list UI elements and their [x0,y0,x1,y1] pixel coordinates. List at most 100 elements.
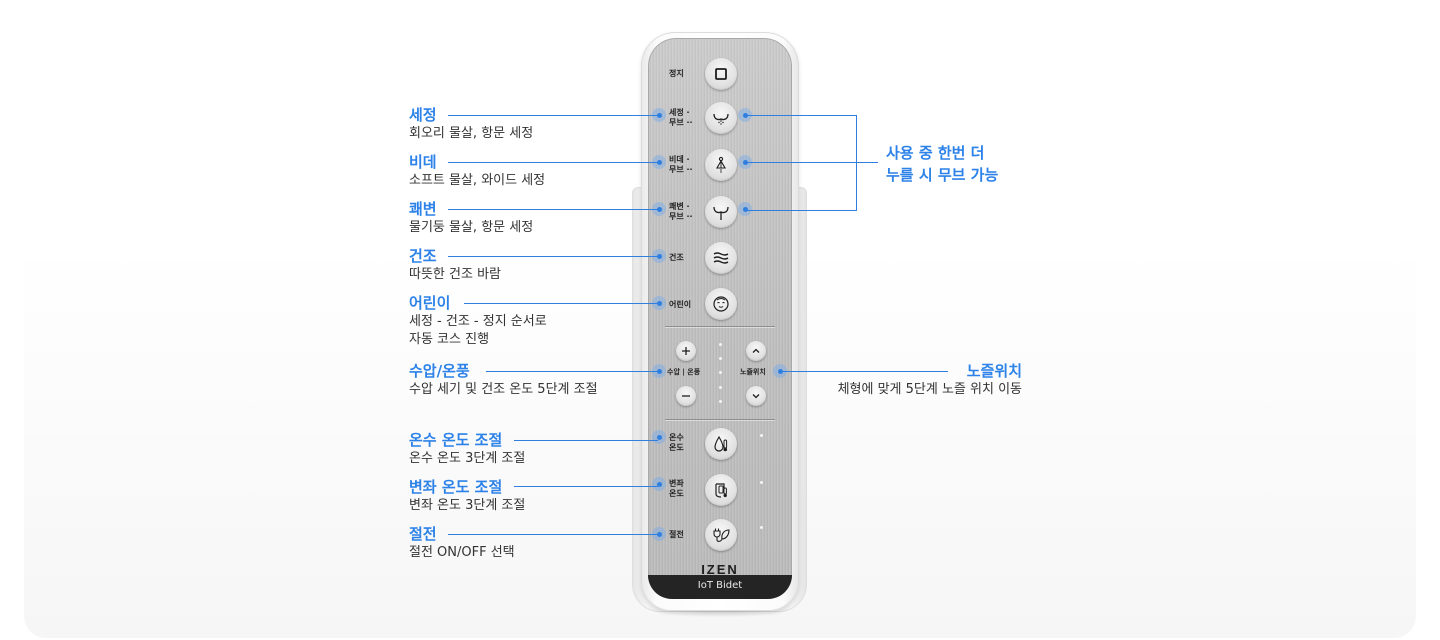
marker-pressure [652,364,666,378]
callout-desc: 세정 - 건조 - 정지 순서로 [409,314,547,329]
callout-title: 절전 [409,525,437,543]
bracket-vertical [856,115,857,211]
marker-dry [652,249,666,263]
leader-seat-temp [514,486,658,487]
kids-label: 어린이 [669,300,692,309]
power-save-label: 절전 [669,530,684,539]
callout-title: 수압/온풍 [409,362,470,380]
callout-pressure: 수압/온풍 수압 세기 및 건조 온도 5단계 조절 [409,361,598,399]
clean-label-2: 무브 ·· [669,212,693,221]
callout-desc: 따뜻한 건조 바람 [409,267,501,282]
marker-seat-temp [652,477,666,491]
seat-temp-button[interactable] [705,474,737,506]
marker-wash [652,108,666,122]
divider-bottom [665,419,775,420]
marker-clean-move [738,202,752,216]
bidet-label-1: 비데 · [669,155,690,164]
callout-desc: 물기둥 물살, 항문 세정 [409,220,534,235]
callout-desc: 절전 ON/OFF 선택 [409,545,515,560]
callout-desc: 소프트 물살, 와이드 세정 [409,173,546,188]
level-led-1 [719,343,722,346]
rear-wash-icon [713,113,729,125]
marker-clean [652,202,666,216]
callout-power-save: 절전 절전 ON/OFF 선택 [409,524,515,562]
leader-clean [448,209,658,210]
water-temp-label-2: 온도 [669,443,684,452]
move-note-line-2: 누를 시 무브 가능 [886,166,999,184]
leader-bidet [448,162,658,163]
water-temp-button[interactable] [705,428,737,460]
chevron-up-icon [752,348,760,353]
marker-kids [652,296,666,310]
nozzle-down-button[interactable] [746,386,766,406]
leader-nozzle [780,371,948,372]
stop-button[interactable] [705,58,737,90]
callout-desc: 온수 온도 3단계 조절 [409,451,526,466]
callout-water-temp: 온수 온도 조절 온수 온도 3단계 조절 [409,430,525,468]
callout-clean: 쾌변 물기둥 물살, 항문 세정 [409,199,533,237]
divider-top [665,326,775,327]
callout-title: 어린이 [409,294,451,312]
clean-label-1: 쾌변 · [669,202,690,211]
wash-label-1: 세정 · [669,108,690,117]
callout-title: 쾌변 [409,200,437,218]
eco-plug-icon [713,528,730,542]
pressure-minus-button[interactable] [676,386,696,406]
callout-seat-temp: 변좌 온도 조절 변좌 온도 3단계 조절 [409,477,525,515]
brand-logo: IZEN [701,562,739,577]
kids-button[interactable] [705,288,737,320]
minus-icon [682,395,690,397]
bidet-button[interactable] [705,149,737,181]
remote-panel: 정지 세정 · 무브 ·· 비데 · 무브 ·· 쾌변 · 무브 ·· [648,38,792,599]
callout-dry: 건조 따뜻한 건조 바람 [409,246,501,284]
bidet-wash-icon [716,156,726,173]
callout-desc: 체형에 맞게 5단계 노즐 위치 이동 [837,382,1022,397]
seat-temperature-icon [715,483,727,498]
dry-button[interactable] [705,242,737,274]
pressure-plus-button[interactable] [676,341,696,361]
leader-bidet-move [745,162,857,163]
callout-nozzle: 노즐위치 체형에 맞게 5단계 노즐 위치 이동 [820,361,1022,399]
callout-wash: 세정 회오리 물살, 항문 세정 [409,105,533,143]
callout-title: 세정 [409,106,437,124]
seat-temp-label-1: 변좌 [669,479,684,488]
bidet-label-2: 무브 ·· [669,165,693,174]
nozzle-label: 노즐위치 [740,368,766,376]
water-temp-led [760,434,763,437]
move-note: 사용 중 한번 더 누를 시 무브 가능 [886,142,998,186]
level-led-4 [719,386,722,389]
marker-water-temp [652,430,666,444]
water-temp-label-1: 온수 [669,433,684,442]
leader-dry [448,256,658,257]
seat-temp-led [760,481,763,484]
leader-clean-move [745,210,857,211]
power-save-led [760,526,763,529]
callout-desc: 수압 세기 및 건조 온도 5단계 조절 [409,382,598,397]
model-label: IoT Bidet [648,575,792,599]
power-save-button[interactable] [705,519,737,551]
callout-desc: 변좌 온도 3단계 조절 [409,498,526,513]
bracket-out [856,162,878,163]
marker-power-save [652,527,666,541]
leader-power-save [448,534,658,535]
plus-icon [682,347,690,355]
move-note-line-1: 사용 중 한번 더 [886,144,985,162]
level-led-3 [719,371,722,374]
stop-square-icon [715,68,727,80]
child-face-icon [713,296,729,312]
callout-title: 노즐위치 [966,362,1022,380]
wash-button[interactable] [705,102,737,134]
marker-bidet [652,155,666,169]
level-led-2 [719,357,722,360]
dry-label: 건조 [669,253,684,262]
callout-kids: 어린이 세정 - 건조 - 정지 순서로 자동 코스 진행 [409,293,547,349]
nozzle-up-button[interactable] [746,341,766,361]
callout-title: 비데 [409,153,437,171]
leader-wash [448,115,658,116]
dry-wave-icon [713,252,729,264]
callout-title: 온수 온도 조절 [409,431,503,449]
enema-wash-icon [713,206,729,220]
enema-button[interactable] [705,196,737,228]
bidet-remote: 정지 세정 · 무브 ·· 비데 · 무브 ·· 쾌변 · 무브 ·· [641,32,799,611]
chevron-down-icon [752,394,760,399]
